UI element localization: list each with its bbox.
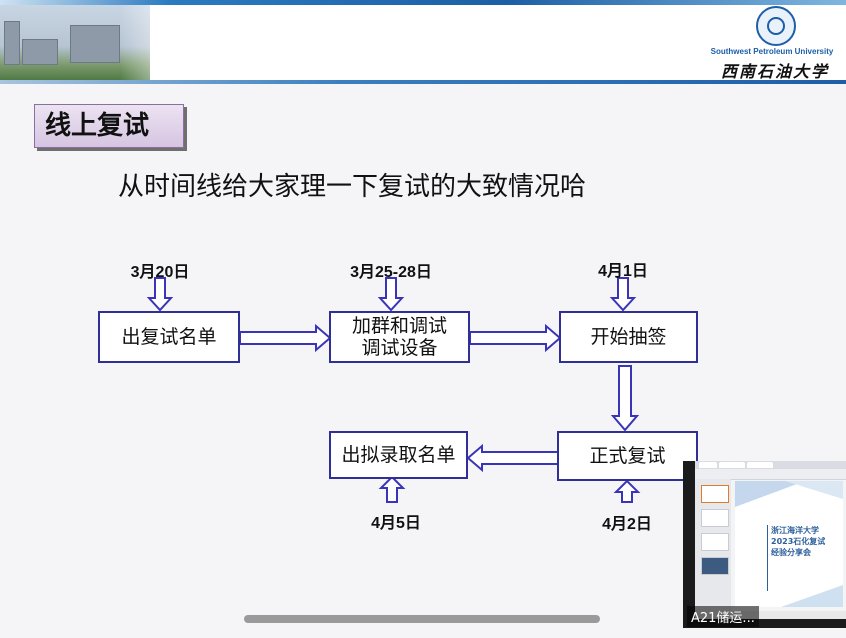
slide-thumbnail <box>701 509 729 527</box>
flow-node-draw-lots: 开始抽签 <box>559 311 698 363</box>
taskbar <box>695 611 846 619</box>
browser-tab <box>719 462 745 468</box>
shared-slide-title-line: 2023石化复试 <box>771 537 826 546</box>
flow-node-label: 正式复试 <box>589 445 666 467</box>
date-arrow-down <box>377 277 405 312</box>
university-emblem-icon <box>756 6 796 46</box>
date-label: 4月5日 <box>371 515 421 532</box>
decor-shape <box>781 585 843 607</box>
flow-node-label: 调试设备 <box>361 337 438 359</box>
slide-thumbnail <box>701 557 729 575</box>
shared-slide-canvas: 浙江海洋大学 2023石化复试 经验分享会 <box>735 481 843 607</box>
decor-shape <box>785 481 843 499</box>
campus-building <box>4 21 20 65</box>
participant-name: A21储运... <box>687 606 759 627</box>
flow-node-label: 加群和调试 <box>351 315 447 337</box>
slide-title: 线上复试 <box>34 104 184 148</box>
slide-thumbnails <box>695 479 731 611</box>
university-name-cn: 西南石油大学 <box>720 62 829 81</box>
date-arrow-up <box>613 479 641 503</box>
flow-arrow-down <box>610 365 640 432</box>
shared-screen: 浙江海洋大学 2023石化复试 经验分享会 <box>695 461 846 611</box>
shared-slide-title-line: 经验分享会 <box>771 548 811 557</box>
flow-node-join-group: 加群和调试 调试设备 <box>329 311 470 363</box>
date-label: 4月2日 <box>602 516 652 533</box>
slide-thumbnail <box>701 533 729 551</box>
shared-slide-title-line: 浙江海洋大学 <box>771 526 819 535</box>
flow-arrow-left <box>466 443 559 473</box>
app-toolbar <box>695 469 846 480</box>
flow-node-formal-interview: 正式复试 <box>557 431 698 481</box>
date-arrow-down <box>609 277 637 312</box>
flow-node-label: 出复试名单 <box>121 326 217 348</box>
slide-subtitle: 从时间线给大家理一下复试的大致情况哈 <box>118 172 587 202</box>
header-fade <box>120 5 200 80</box>
header-top-bar <box>0 0 846 5</box>
horizontal-scrollbar[interactable] <box>244 615 600 623</box>
browser-tab <box>699 462 717 468</box>
browser-tabs <box>695 461 846 469</box>
header-rule <box>0 80 846 84</box>
slide-thumbnail <box>701 485 729 503</box>
participant-video-tile[interactable]: 浙江海洋大学 2023石化复试 经验分享会 A21储运... <box>683 461 846 628</box>
flow-arrow-right <box>239 323 332 353</box>
date-label: 3月25-28日 <box>350 264 432 281</box>
date-label: 4月1日 <box>598 263 648 280</box>
flow-arrow-right <box>469 323 562 353</box>
flow-node-label: 开始抽签 <box>590 326 667 348</box>
decor-line <box>767 525 768 591</box>
slide-header: Southwest Petroleum University 西南石油大学 <box>0 0 846 84</box>
date-label: 3月20日 <box>130 264 190 281</box>
campus-building <box>22 39 58 65</box>
university-name-en: Southwest Petroleum University <box>710 47 834 56</box>
flow-node-admission-list: 出拟录取名单 <box>329 431 468 479</box>
date-arrow-up <box>378 475 406 503</box>
campus-building <box>70 25 120 63</box>
shared-slide-title: 浙江海洋大学 2023石化复试 经验分享会 <box>771 525 841 558</box>
date-arrow-down <box>146 277 174 312</box>
browser-tab <box>747 462 773 468</box>
flow-node-label: 出拟录取名单 <box>341 444 456 466</box>
flow-node-publish-list: 出复试名单 <box>98 311 240 363</box>
